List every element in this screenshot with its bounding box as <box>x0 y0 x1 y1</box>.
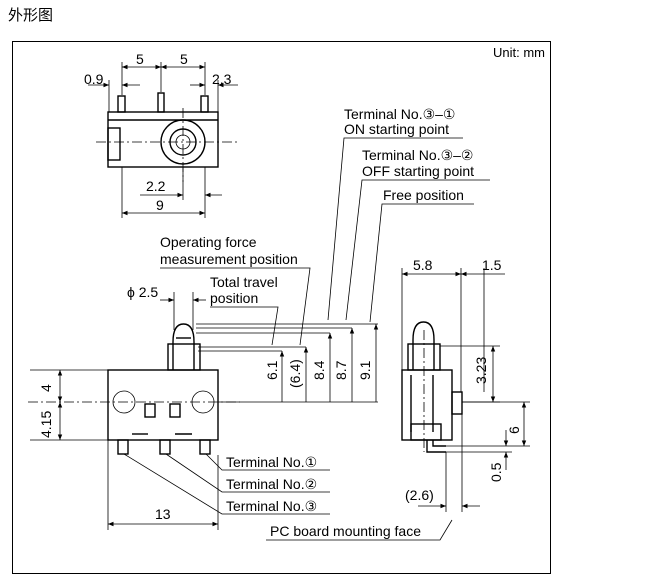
unit-label: Unit: mm <box>493 45 545 60</box>
callout-on-line2: ON starting point <box>344 121 449 137</box>
height-value-4: 8.7 <box>333 360 349 380</box>
callout-total-travel-line2: position <box>210 290 258 306</box>
front-view: 6.1 (6.4) 8.4 8.7 9.1 4 4.15 13 Terminal… <box>28 323 379 530</box>
dim-terminal-thickness: 0.5 <box>488 462 504 482</box>
height-value-2: (6.4) <box>287 359 303 388</box>
height-value-5: 9.1 <box>357 360 373 380</box>
terminal-2-label: Terminal No.② <box>226 476 317 492</box>
callout-op-force-line2: measurement position <box>160 251 298 267</box>
terminal-1-label: Terminal No.① <box>226 454 317 470</box>
callout-off-line2: OFF starting point <box>362 163 474 179</box>
dim-body-width: 9 <box>156 197 164 213</box>
callout-free-position: Free position <box>383 187 464 203</box>
dim-terminal-extension: (2.6) <box>405 487 434 503</box>
dim-right-pitch: 5 <box>180 51 188 67</box>
callouts: Terminal No.③–① ON starting point Termin… <box>127 106 490 346</box>
dim-hole-offset: 2.2 <box>146 178 166 194</box>
pc-board-callout: PC board mounting face <box>266 519 453 541</box>
dim-upper-body: 4 <box>38 384 54 392</box>
dim-right-offset: 2.3 <box>212 71 232 87</box>
dim-side-height: 6 <box>506 426 522 434</box>
callout-total-travel-line1: Total travel <box>210 274 278 290</box>
dim-left-offset: 0.9 <box>84 71 104 87</box>
dim-side-offset: 1.5 <box>482 257 502 273</box>
callout-off-line1: Terminal No.③–② <box>362 147 473 163</box>
dim-left-pitch: 5 <box>136 51 144 67</box>
height-value-3: 8.4 <box>311 360 327 380</box>
callout-on-line1: Terminal No.③–① <box>344 106 455 122</box>
dim-lower-body: 4.15 <box>38 411 54 438</box>
pc-board-label: PC board mounting face <box>270 523 421 539</box>
terminal-3-label: Terminal No.③ <box>226 498 317 514</box>
drawing-frame: Unit: mm <box>12 41 551 574</box>
height-value-1: 6.1 <box>264 360 280 380</box>
top-view: 5 5 0.9 2.3 2.2 9 <box>84 51 240 218</box>
actuator-diameter: ϕ 2.5 <box>127 284 158 300</box>
dim-side-width: 5.8 <box>413 257 433 273</box>
side-view: 5.8 1.5 3.23 6 0.5 (2.6) <box>401 257 530 512</box>
page-heading: 外形图 <box>8 6 54 24</box>
callout-op-force-line1: Operating force <box>160 234 257 250</box>
dim-length: 13 <box>155 506 171 522</box>
dim-actuator-height: 3.23 <box>473 357 489 384</box>
